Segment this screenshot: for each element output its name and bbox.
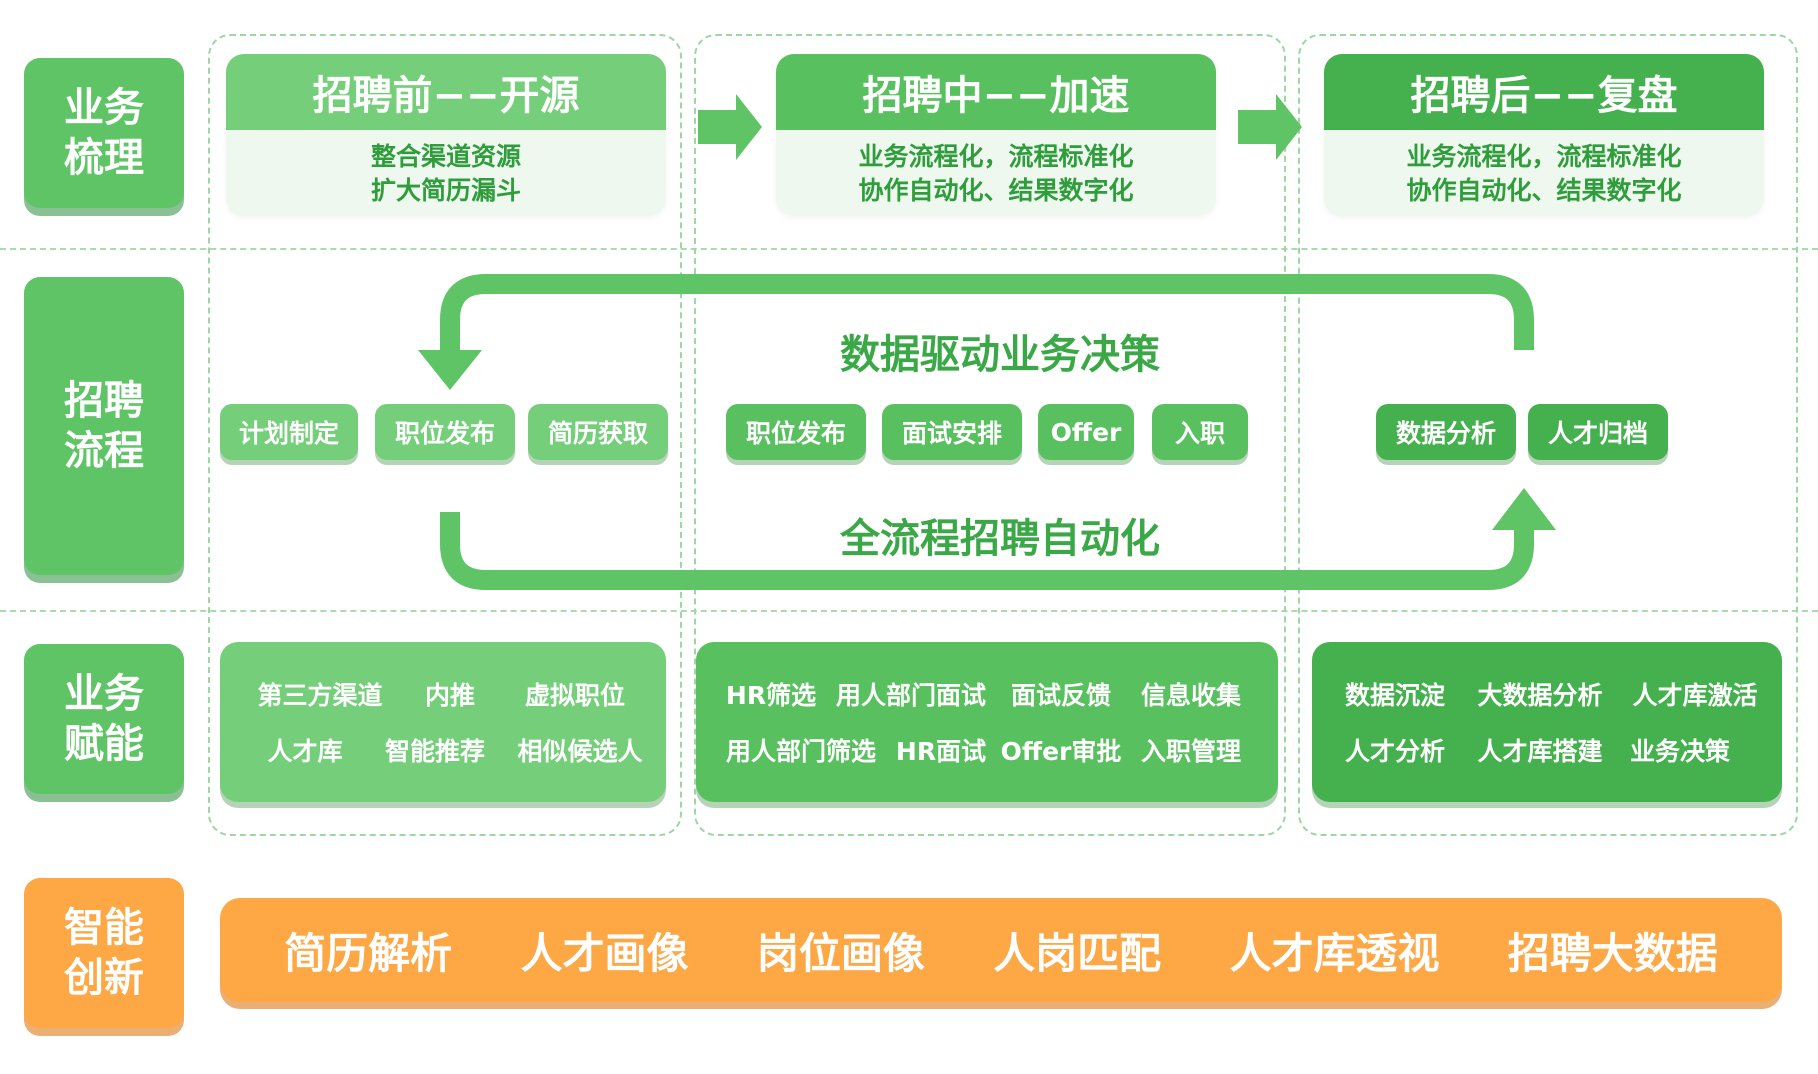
side-label-line1: 业务 — [64, 85, 144, 131]
step-post-job-during[interactable]: 职位发布 — [726, 404, 866, 460]
enablement-item: 人才库 — [267, 737, 343, 766]
loop-top-label: 数据驱动业务决策 — [840, 332, 1160, 378]
side-label-line1: 业务 — [64, 671, 144, 717]
stage-line1: 业务流程化，流程标准化 — [1406, 142, 1682, 171]
loop-bottom-label: 全流程招聘自动化 — [840, 516, 1160, 562]
side-label-smart-innovation: 智能 创新 — [24, 878, 184, 1028]
enablement-item: Offer审批 — [1000, 737, 1122, 766]
stage-card-before: 招聘前−−开源 整合渠道资源 扩大简历漏斗 — [226, 54, 666, 216]
enablement-panel-before: 第三方渠道 内推 虚拟职位 人才库 智能推荐 相似候选人 — [220, 642, 666, 802]
innovation-item-job-matching: 人岗匹配 — [993, 928, 1162, 978]
stage-title: 招聘中−−加速 — [776, 54, 1216, 130]
enablement-row: 人才库 智能推荐 相似候选人 — [220, 732, 666, 768]
side-label-line1: 招聘 — [64, 378, 144, 424]
enablement-item: 业务决策 — [1629, 737, 1730, 766]
stage-line1: 整合渠道资源 — [370, 142, 521, 171]
innovation-item-talent-pool-insight: 人才库透视 — [1229, 928, 1440, 978]
side-label-line2: 赋能 — [64, 721, 144, 767]
step-data-analysis[interactable]: 数据分析 — [1376, 404, 1516, 460]
step-interview-schedule[interactable]: 面试安排 — [882, 404, 1022, 460]
row-divider-2 — [0, 610, 1818, 612]
enablement-panel-during: HR筛选 用人部门面试 面试反馈 信息收集 用人部门筛选 HR面试 Offer审… — [696, 642, 1278, 802]
stage-line1: 业务流程化，流程标准化 — [858, 142, 1134, 171]
enablement-panel-after: 数据沉淀 大数据分析 人才库激活 人才分析 人才库搭建 业务决策 — [1312, 642, 1782, 802]
side-label-business-enablement: 业务 赋能 — [24, 644, 184, 794]
stage-description: 业务流程化，流程标准化 协作自动化、结果数字化 — [776, 130, 1216, 208]
step-post-job[interactable]: 职位发布 — [375, 404, 515, 460]
enablement-item: 第三方渠道 — [257, 681, 383, 710]
stage-title: 招聘后−−复盘 — [1324, 54, 1764, 130]
step-plan[interactable]: 计划制定 — [220, 404, 358, 460]
enablement-row: HR筛选 用人部门面试 面试反馈 信息收集 — [696, 676, 1278, 712]
column-frame-during — [694, 34, 1286, 836]
enablement-row: 数据沉淀 大数据分析 人才库激活 — [1312, 676, 1782, 712]
enablement-item: 用人部门面试 — [835, 681, 986, 710]
stage-card-during: 招聘中−−加速 业务流程化，流程标准化 协作自动化、结果数字化 — [776, 54, 1216, 216]
innovation-item-job-profile: 岗位画像 — [756, 928, 925, 978]
loop-arrow-top — [440, 274, 1534, 350]
enablement-item: 人才分析 — [1344, 737, 1445, 766]
stage-description: 整合渠道资源 扩大简历漏斗 — [226, 130, 666, 208]
enablement-item: 大数据分析 — [1477, 681, 1603, 710]
side-label-line2: 梳理 — [64, 135, 144, 181]
column-frame-before — [208, 34, 682, 836]
innovation-item-recruiting-big-data: 招聘大数据 — [1507, 928, 1718, 978]
step-talent-archive[interactable]: 人才归档 — [1528, 404, 1668, 460]
enablement-item: 虚拟职位 — [524, 681, 625, 710]
enablement-item: 信息收集 — [1140, 681, 1241, 710]
step-onboard[interactable]: 入职 — [1152, 404, 1248, 460]
enablement-row: 人才分析 人才库搭建 业务决策 — [1312, 732, 1782, 768]
stage-line2: 扩大简历漏斗 — [370, 176, 521, 205]
stage-line2: 协作自动化、结果数字化 — [858, 176, 1134, 205]
side-label-line2: 流程 — [64, 428, 144, 474]
side-label-recruiting-process: 招聘 流程 — [24, 277, 184, 575]
step-get-resume[interactable]: 简历获取 — [528, 404, 668, 460]
down-arrow-icon — [418, 350, 482, 390]
stage-card-after: 招聘后−−复盘 业务流程化，流程标准化 协作自动化、结果数字化 — [1324, 54, 1764, 216]
stage-title: 招聘前−−开源 — [226, 54, 666, 130]
right-arrow-icon — [698, 94, 762, 160]
loop-arrow-bottom — [440, 512, 1534, 590]
enablement-row: 用人部门筛选 HR面试 Offer审批 入职管理 — [696, 732, 1278, 768]
right-arrow-icon — [1238, 94, 1302, 160]
innovation-item-resume-parsing: 简历解析 — [284, 928, 453, 978]
column-frame-after — [1298, 34, 1798, 836]
up-arrow-icon — [1492, 488, 1556, 530]
step-offer[interactable]: Offer — [1038, 404, 1134, 460]
enablement-item: 人才库搭建 — [1477, 737, 1603, 766]
enablement-item: HR面试 — [895, 737, 987, 766]
side-label-line1: 智能 — [64, 905, 144, 951]
innovation-item-talent-profile: 人才画像 — [520, 928, 689, 978]
enablement-item: 智能推荐 — [384, 737, 485, 766]
enablement-item: 入职管理 — [1140, 737, 1241, 766]
enablement-item: 相似候选人 — [517, 737, 643, 766]
enablement-item: 数据沉淀 — [1344, 681, 1445, 710]
enablement-item: 用人部门筛选 — [725, 737, 876, 766]
stage-line2: 协作自动化、结果数字化 — [1406, 176, 1682, 205]
stage-description: 业务流程化，流程标准化 协作自动化、结果数字化 — [1324, 130, 1764, 208]
enablement-item: 内推 — [424, 681, 475, 710]
enablement-item: HR筛选 — [725, 681, 817, 710]
innovation-bar: 简历解析 人才画像 岗位画像 人岗匹配 人才库透视 招聘大数据 — [220, 898, 1782, 1002]
enablement-item: 人才库激活 — [1632, 681, 1758, 710]
side-label-business-review: 业务 梳理 — [24, 58, 184, 208]
enablement-item: 面试反馈 — [1010, 681, 1111, 710]
enablement-row: 第三方渠道 内推 虚拟职位 — [220, 676, 666, 712]
side-label-line2: 创新 — [64, 955, 144, 1001]
row-divider-1 — [0, 248, 1818, 250]
